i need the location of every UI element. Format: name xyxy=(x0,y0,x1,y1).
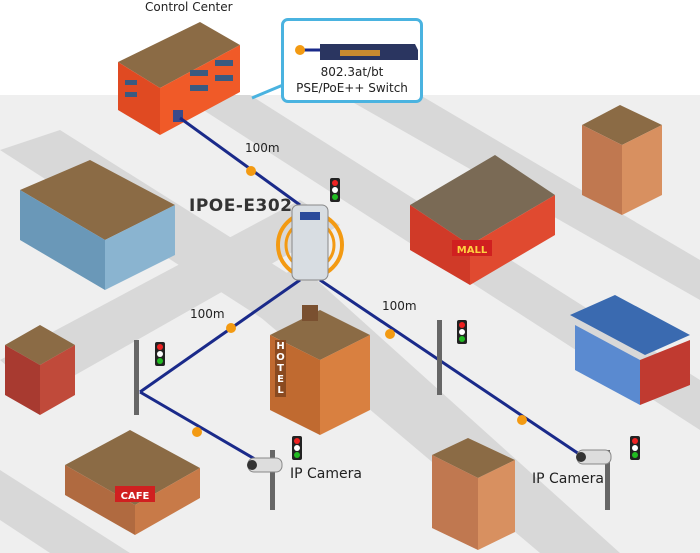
residential-building xyxy=(432,438,515,550)
poe-badges xyxy=(192,166,527,437)
traffic-lights xyxy=(134,178,640,510)
distance-label-top: 100m xyxy=(245,141,280,155)
mall-sign: MALL xyxy=(457,245,488,256)
ip-camera-label-right: IP Camera xyxy=(532,471,604,487)
ip-camera-label-left: IP Camera xyxy=(290,466,362,482)
distance-label-right: 100m xyxy=(382,299,417,313)
mall-building: MALL xyxy=(410,155,555,285)
control-center-building xyxy=(118,22,240,135)
cafe-building: CAFE xyxy=(65,430,200,535)
switch-callout: 802.3at/bt PSE/PoE++ Switch xyxy=(281,18,423,103)
switch-type-label: PSE/PoE++ Switch xyxy=(296,81,408,95)
hotel-sign: HOTEL xyxy=(275,340,286,397)
apartment-building xyxy=(582,105,662,215)
brick-house xyxy=(5,325,75,415)
ip-camera-left-icon xyxy=(247,457,283,473)
office-building xyxy=(20,160,175,290)
ethernet-cables xyxy=(139,116,586,467)
control-center-label: Control Center xyxy=(145,0,233,14)
device-model-label: IPOE-E302 xyxy=(189,196,293,216)
ip-camera-right-icon xyxy=(576,449,612,465)
hotel-building xyxy=(270,305,370,435)
shop-building xyxy=(570,295,690,405)
ipoe-e302-device xyxy=(276,204,344,281)
switch-standard-label: 802.3at/bt xyxy=(320,65,384,79)
cafe-sign: CAFE xyxy=(121,491,150,502)
distance-label-left: 100m xyxy=(190,307,225,321)
